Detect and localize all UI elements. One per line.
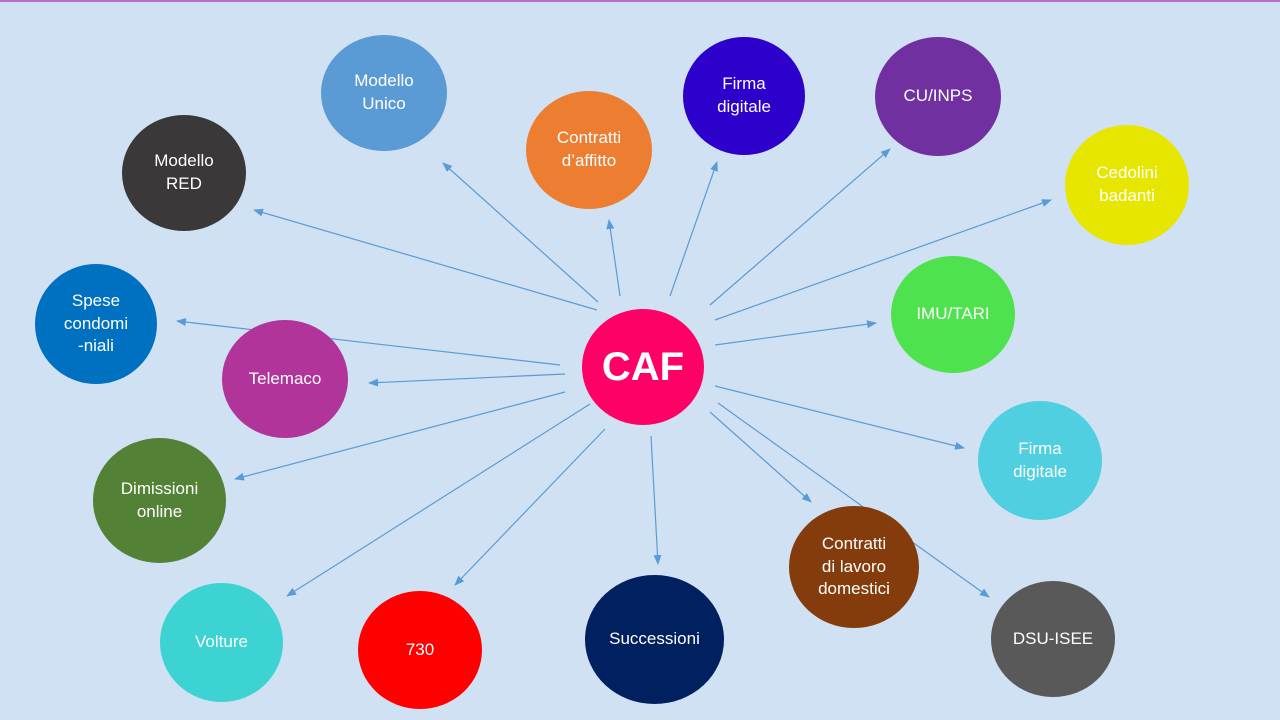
service-label: Firma digitale xyxy=(717,74,771,116)
service-contratti-affitto: Contratti d’affitto xyxy=(526,91,652,209)
service-imu-tari: IMU/TARI xyxy=(891,256,1015,373)
service-dimissioni-online: Dimissioni online xyxy=(93,438,226,563)
caf-hub-label: CAF xyxy=(601,345,685,389)
connector-arrow xyxy=(650,435,662,565)
service-label: CU/INPS xyxy=(903,86,973,106)
connector-arrow xyxy=(454,428,606,586)
connector-arrow xyxy=(714,199,1052,321)
service-label: Modello Unico xyxy=(354,71,414,113)
service-label: Contratti di lavoro domestici xyxy=(818,533,890,599)
connector-arrow xyxy=(714,320,877,346)
service-telemaco: Telemaco xyxy=(222,320,348,438)
connector-arrow xyxy=(709,148,891,306)
service-label: IMU/TARI xyxy=(916,304,990,324)
caf-hub: CAF xyxy=(582,309,704,425)
service-firma-digitale-top: Firma digitale xyxy=(683,37,805,155)
connector-arrow xyxy=(286,403,591,597)
service-firma-digitale-right: Firma digitale xyxy=(978,401,1102,520)
connector-arrow xyxy=(709,411,812,503)
connector-arrow xyxy=(669,161,718,297)
service-label: Successioni xyxy=(609,629,700,649)
service-cedolini-badanti: Cedolini badanti xyxy=(1065,125,1189,245)
connector-arrow xyxy=(176,318,561,366)
service-label: Contratti d’affitto xyxy=(556,128,622,170)
service-dsu-isee: DSU-ISEE xyxy=(991,581,1115,697)
connector-arrow xyxy=(717,402,990,598)
service-volture: Volture xyxy=(160,583,283,702)
service-730: 730 xyxy=(358,591,482,709)
connector-arrow xyxy=(442,162,599,303)
connector-arrow xyxy=(714,385,965,450)
service-label: Volture xyxy=(195,632,248,652)
connector-arrow xyxy=(234,391,566,481)
service-label: Dimissioni online xyxy=(120,478,199,521)
top-border xyxy=(0,0,1280,2)
service-label: Telemaco xyxy=(248,368,322,388)
service-contratti-lavoro-domestici: Contratti di lavoro domestici xyxy=(789,506,919,628)
service-label: Spese condomi -niali xyxy=(63,290,129,356)
connector-arrow xyxy=(253,208,598,311)
service-label: 730 xyxy=(405,639,435,659)
service-modello-unico: Modello Unico xyxy=(321,35,447,151)
service-cu-inps: CU/INPS xyxy=(875,37,1001,156)
connector-arrow xyxy=(606,219,621,297)
service-spese-condominiali: Spese condomi -niali xyxy=(35,264,157,384)
service-label: Firma digitale xyxy=(1013,438,1067,481)
connector-arrow xyxy=(368,373,566,387)
service-label: Modello RED xyxy=(154,151,214,193)
service-successioni: Successioni xyxy=(585,575,724,704)
service-modello-red: Modello RED xyxy=(122,115,246,231)
service-label: DSU-ISEE xyxy=(1012,628,1094,648)
service-label: Cedolini badanti xyxy=(1096,163,1158,205)
